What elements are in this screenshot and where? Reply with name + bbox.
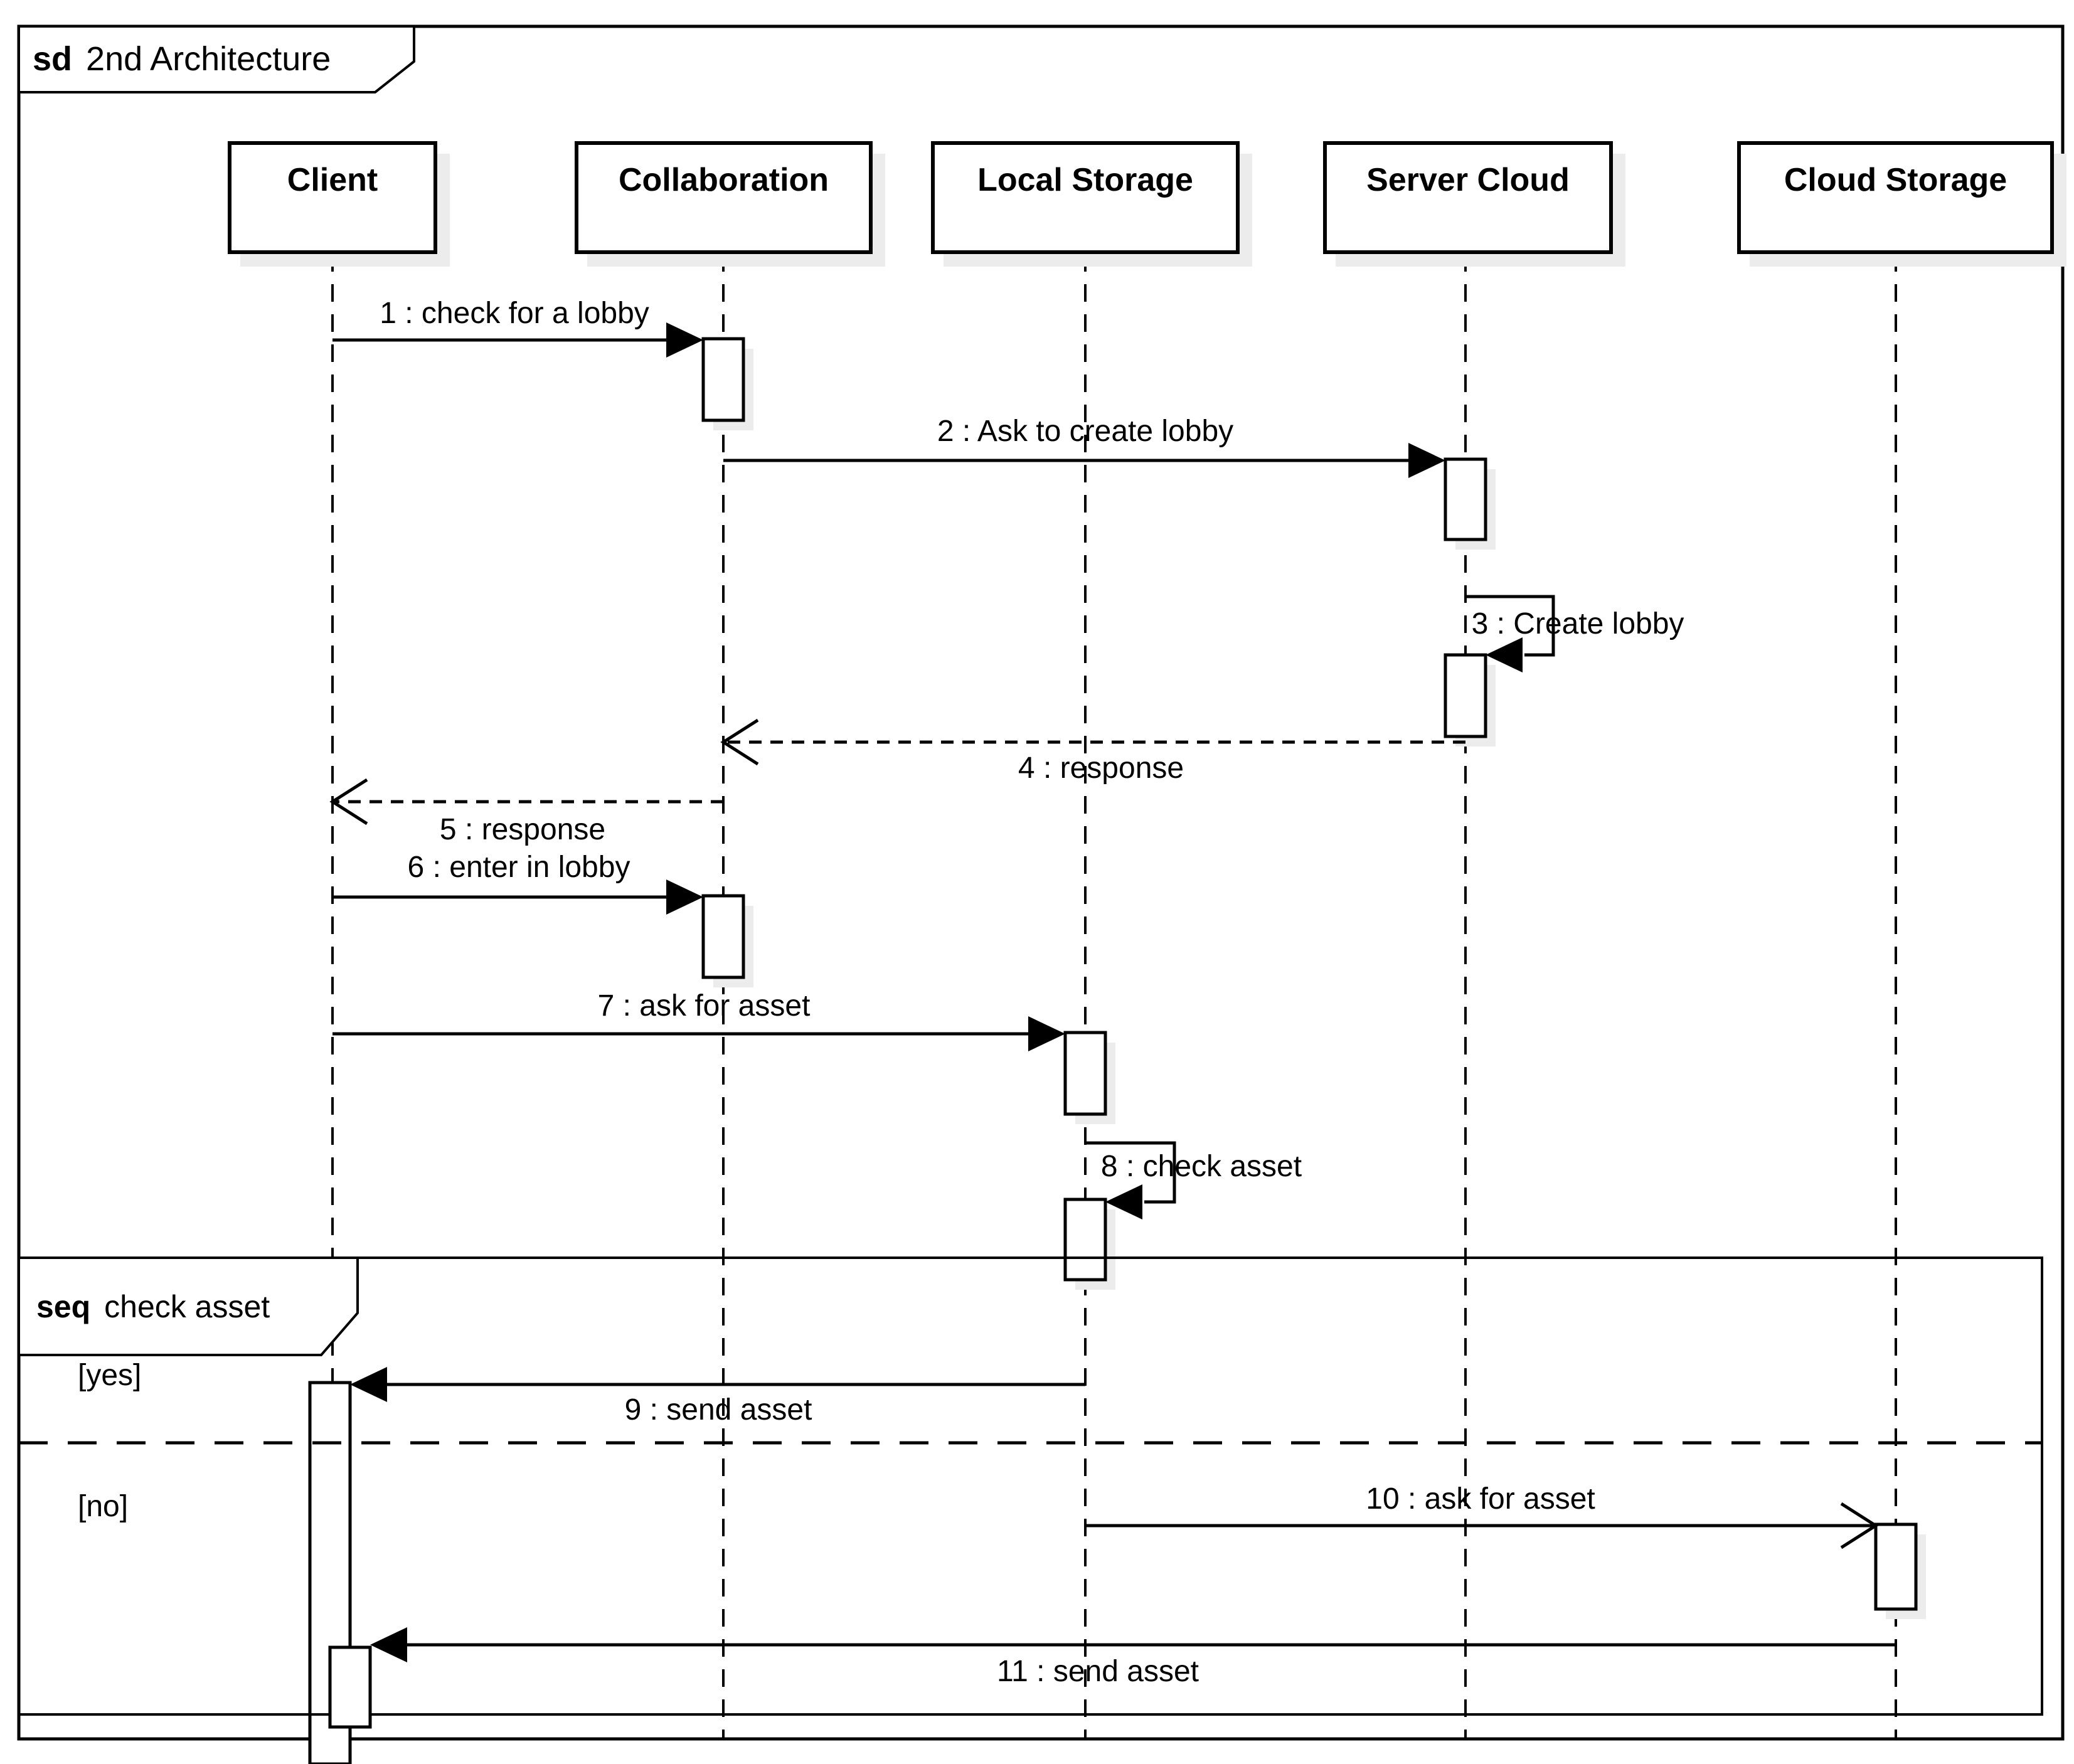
message-label-8: 8 : check asset bbox=[1100, 1150, 1302, 1183]
frame-title-text: 2nd Architecture bbox=[86, 40, 331, 78]
message-label-7: 7 : ask for asset bbox=[597, 989, 811, 1023]
guard-yes: [yes] bbox=[78, 1359, 142, 1392]
arrowhead-filled-11 bbox=[370, 1627, 407, 1662]
message-label-4: 4 : response bbox=[1018, 752, 1184, 785]
activation-local-storage-2 bbox=[1063, 1198, 1107, 1282]
arrowhead-filled-2 bbox=[1408, 443, 1445, 478]
lifeline-name: Cloud Storage bbox=[1784, 162, 2008, 198]
guard-no: [no] bbox=[78, 1490, 129, 1523]
message-label-10: 10 : ask for asset bbox=[1366, 1482, 1595, 1516]
frame-title-tab bbox=[18, 25, 415, 93]
message-label-2: 2 : Ask to create lobby bbox=[937, 415, 1234, 448]
lifeline-head-local-storage: Local Storage bbox=[931, 141, 1240, 254]
arrowhead-filled-3 bbox=[1486, 637, 1523, 672]
activation-local-storage-1 bbox=[1063, 1031, 1107, 1116]
message-line-3-self bbox=[1465, 595, 1555, 657]
activation-client-nested bbox=[328, 1645, 372, 1729]
arrowhead-open-4 bbox=[720, 718, 759, 766]
activation-cloud-storage bbox=[1874, 1522, 1918, 1611]
fragment-title-text: check asset bbox=[104, 1289, 270, 1324]
arrowhead-filled-7 bbox=[1028, 1016, 1065, 1051]
lifeline-name: Local Storage bbox=[977, 162, 1193, 198]
lifeline-head-collaboration: Collaboration bbox=[575, 141, 873, 254]
message-label-11: 11 : send asset bbox=[997, 1655, 1199, 1688]
fragment-title: seq check asset bbox=[36, 1288, 270, 1326]
fragment-keyword: seq bbox=[36, 1289, 91, 1324]
message-label-3: 3 : Create lobby bbox=[1471, 607, 1684, 640]
fragment-border bbox=[18, 1257, 2043, 1716]
arrowhead-open-5 bbox=[329, 778, 368, 826]
fragment-title-tab bbox=[18, 1257, 359, 1356]
message-label-5: 5 : response bbox=[439, 813, 606, 846]
activation-server-cloud-1 bbox=[1444, 457, 1487, 541]
activation-server-cloud-2 bbox=[1444, 653, 1487, 738]
message-label-6: 6 : enter in lobby bbox=[407, 851, 630, 884]
frame-title: sd 2nd Architecture bbox=[33, 40, 331, 78]
message-line-8-self bbox=[1085, 1141, 1176, 1204]
lifeline-head-cloud-storage: Cloud Storage bbox=[1737, 141, 2054, 254]
activation-collaboration-2 bbox=[701, 894, 745, 979]
arrowhead-filled-8 bbox=[1105, 1184, 1142, 1219]
lifeline-name: Server Cloud bbox=[1366, 162, 1570, 198]
arrowhead-open-10 bbox=[1840, 1502, 1879, 1549]
lifeline-name: Client bbox=[287, 162, 378, 198]
lifeline-head-server-cloud: Server Cloud bbox=[1323, 141, 1613, 254]
message-label-9: 9 : send asset bbox=[624, 1393, 812, 1427]
lifeline-head-client: Client bbox=[228, 141, 437, 254]
frame-keyword: sd bbox=[33, 40, 73, 78]
activation-collaboration-1 bbox=[701, 337, 745, 422]
frame-border bbox=[17, 24, 2065, 1741]
activation-shadows bbox=[713, 349, 1926, 1619]
arrowhead-filled-9 bbox=[350, 1367, 387, 1402]
lifeline-name: Collaboration bbox=[618, 162, 829, 198]
arrowhead-filled-6 bbox=[666, 879, 703, 915]
arrowhead-filled-1 bbox=[666, 322, 703, 358]
message-label-1: 1 : check for a lobby bbox=[380, 297, 649, 330]
